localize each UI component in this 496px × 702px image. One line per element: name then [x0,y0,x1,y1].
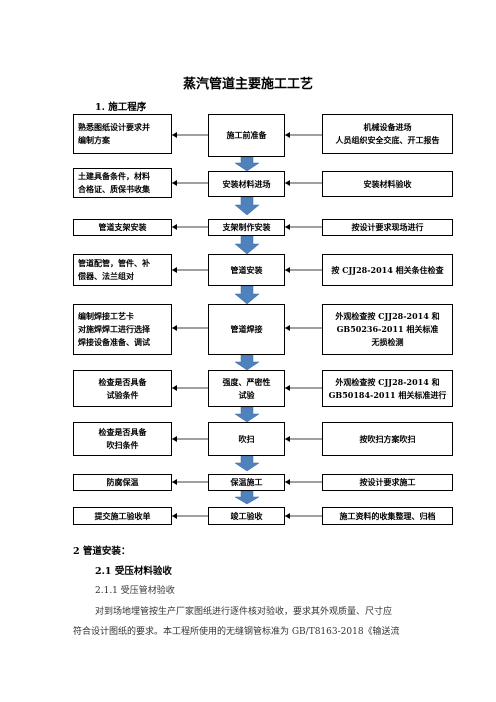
arrow-head [285,267,290,273]
arrow-head [285,436,290,442]
step-left-5: 编制焊接工艺卡 对施焊焊工进行选择 焊接设备准备、调试 [73,304,172,355]
arrow-head [285,513,290,519]
step-center-1: 施工前准备 [208,114,285,157]
step-center-3: 支架制作安装 [208,219,285,236]
arrow-head [172,325,177,331]
flow-arrow-icon [234,406,260,423]
step-center-2: 安装材料进场 [208,171,285,197]
step-left-8: 防腐保温 [73,474,172,491]
step-left-4: 管道配管，管件、补 偿器、法兰组对 [73,254,172,286]
step-right-9: 施工资料的收集整理、归档 [322,507,453,525]
flow-arrow-icon [234,156,260,172]
step-left-7: 检查是否具备 吹扫条件 [73,422,172,456]
arrow-head [285,132,290,138]
step-right-4: 按 CJJ28-2014 相关条住检查 [322,254,453,286]
arrow-head [172,180,177,186]
step-left-2: 土建具备条件，材料 合格证、质保书收集 [73,168,172,198]
arrow-head [172,132,177,138]
flow-arrow-icon [234,196,260,216]
flow-arrow-icon [234,235,260,255]
step-center-4: 管道安装 [208,254,285,286]
arrow-head [285,325,290,331]
step-right-2: 安装材料验收 [322,171,453,197]
step-right-8: 按设计要求施工 [322,474,453,491]
arrow-head [285,224,290,230]
page-title: 蒸汽管道主要施工工艺 [182,77,313,92]
section-heading-2-1-1: 2.1.1 受压管材验收 [95,586,175,596]
arrow-head [172,385,177,391]
arrow-head [285,479,290,485]
arrow-head [172,224,177,230]
arrow-head [172,436,177,442]
step-center-7: 吹扫 [208,422,285,456]
step-right-7: 按吹扫方案吹扫 [322,422,453,456]
section-heading-2: 2 管道安装： [73,546,131,557]
step-center-5: 管道焊接 [208,304,285,355]
flow-arrow-icon [234,455,260,472]
step-center-6: 强度、严密性 试验 [208,370,285,407]
step-right-3: 按设计要求现场进行 [322,219,453,236]
arrow-head [172,513,177,519]
step-right-5: 外观检查按 CJJ28-2014 和 GB50236-2011 相关标准 无损检… [322,304,453,355]
step-left-1: 熟悉图纸设计要求并 编制方案 [73,114,172,154]
step-right-1: 机械设备进场 人员组织安全交底、开工报告 [322,114,453,154]
arrow-head [285,180,290,186]
body-text-line-2: 符合设计图纸的要求。本工程所使用的无缝钢管标准为 GB/T8163-2018《输… [73,627,400,637]
flow-arrow-icon [234,490,260,505]
flow-arrow-icon [234,285,260,305]
arrow-head [285,385,290,391]
step-left-9: 提交施工验收单 [73,507,172,525]
arrow-head [172,267,177,273]
step-right-6: 外观检查按 CJJ28-2014 和 GB50184-2011 相关标准进行 [322,370,453,407]
body-text-line-1: 对到场地埋管按生产厂家图纸进行逐件核对验收，要求其外观质量、尺寸应 [95,607,393,617]
section-heading-1: 1. 施工程序 [95,102,147,113]
section-heading-2-1: 2.1 受压材料验收 [95,566,172,577]
step-center-8: 保温施工 [208,474,285,491]
arrow-head [172,479,177,485]
step-left-6: 检查是否具备 试验条件 [73,370,172,407]
flow-arrow-icon [234,354,260,371]
step-center-9: 竣工验收 [208,507,285,525]
step-left-3: 管道支架安装 [73,219,172,236]
